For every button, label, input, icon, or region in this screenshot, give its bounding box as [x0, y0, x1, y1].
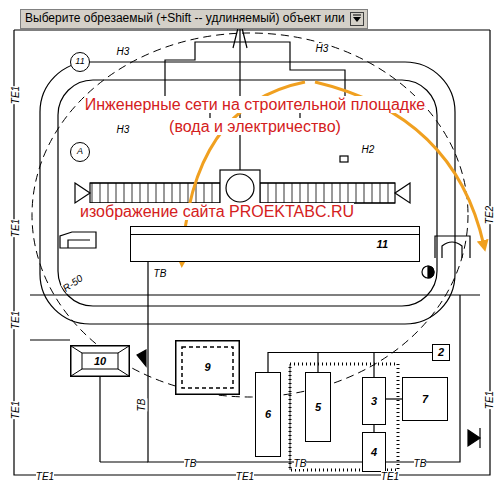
- watermark: изображение сайта PROEKTABC.RU: [80, 203, 354, 220]
- lamp-symbol: [428, 266, 434, 278]
- label-holder: ТВ: [131, 399, 149, 412]
- shed-box: 4: [362, 432, 386, 472]
- power-line: [30, 339, 70, 340]
- label-holder: изображение сайта PROEKTABC.RU: [80, 201, 354, 223]
- switch-symbol: [479, 428, 480, 448]
- dropdown-button: [350, 12, 364, 26]
- network-label: Н3: [117, 124, 130, 135]
- callout-number: 2: [437, 346, 445, 358]
- callout-number: 9: [203, 361, 211, 373]
- network-label: ТЕ1: [381, 471, 399, 482]
- gate-symbol: [435, 236, 470, 258]
- network-label: ТЕ1: [10, 401, 21, 419]
- shed-box: 6: [255, 372, 281, 457]
- existing-building: [165, 42, 345, 130]
- callout-box: 2: [432, 344, 450, 361]
- supply-line: [373, 425, 374, 432]
- storage-zone: [290, 364, 291, 470]
- label-holder: ТЕ1: [36, 466, 54, 484]
- network-label: ТВ: [184, 458, 197, 469]
- panel-symbol: [137, 350, 146, 366]
- network-label: Н2: [362, 144, 375, 155]
- track-stop: [395, 183, 410, 203]
- callout-number: 10: [93, 355, 107, 367]
- road-edge: [58, 80, 437, 306]
- label-holder: ТЕ2: [479, 206, 497, 224]
- crane-base: [226, 174, 254, 202]
- supply-line: [268, 353, 432, 373]
- shed-box: 7: [402, 377, 448, 421]
- label-holder: ТЕ1: [381, 466, 399, 484]
- callout-number: 3: [370, 395, 378, 407]
- callout-number: 11: [74, 57, 85, 67]
- network-label: ТЕ2: [484, 206, 495, 224]
- road-edge: [40, 62, 455, 324]
- label-holder: Н3: [316, 38, 329, 56]
- power-cable: [14, 29, 490, 30]
- supply-line: [386, 398, 402, 399]
- label-holder: ТЕ1: [236, 466, 254, 484]
- track-stop: [75, 183, 90, 203]
- label-holder: Выберите обрезаемый (+Shift -- удлиняемы…: [20, 8, 368, 29]
- lamp-symbol: [422, 266, 434, 278]
- switch-symbol: [468, 430, 480, 446]
- radius-label: R-50: [61, 273, 85, 294]
- label-holder: ТЕ1: [5, 401, 23, 419]
- command-prompt: Выберите обрезаемый (+Shift -- удлиняемы…: [20, 9, 368, 29]
- network-label: ТЕ1: [236, 471, 254, 482]
- network-label: Н3: [117, 46, 130, 57]
- crane-reach: [32, 33, 468, 397]
- label-holder: ТВ: [154, 263, 167, 281]
- crane-base: [220, 170, 260, 206]
- callout-number: 11: [376, 238, 389, 250]
- shed-box: 3: [362, 377, 386, 425]
- building-box: 11: [130, 226, 420, 262]
- label-holder: Н3: [117, 41, 130, 59]
- label-holder: Н2: [362, 139, 375, 157]
- network-label: ТВ: [414, 458, 427, 469]
- label-holder: R-50: [58, 268, 86, 295]
- label-holder: ТЕ1: [479, 391, 497, 409]
- power-line: [30, 294, 480, 295]
- label-holder: ТЕ1: [5, 219, 23, 237]
- callout-number: 6: [264, 408, 272, 420]
- network-label: Н3: [316, 43, 329, 54]
- truck-symbol: [60, 232, 96, 248]
- supply-line: [318, 353, 432, 373]
- shed-box: 5: [305, 372, 331, 442]
- label-holder: ТВ: [184, 453, 197, 471]
- axis-marker: А: [70, 142, 90, 162]
- network-label: ТВ: [136, 399, 147, 412]
- water-line: [148, 262, 460, 462]
- label-holder: ТВ: [294, 453, 307, 471]
- label-holder: ТВ: [414, 453, 427, 471]
- network-label: ТЕ1: [10, 311, 21, 329]
- callout-number: 5: [314, 401, 322, 413]
- shed-box: 10: [70, 345, 130, 377]
- callout-number: 4: [370, 446, 378, 458]
- network-label: ТЕ1: [10, 86, 21, 104]
- network-label: ТВ: [154, 268, 167, 279]
- label-holder: ТЕ1: [5, 86, 23, 104]
- supply-line: [374, 353, 432, 378]
- small-structure: [340, 156, 348, 162]
- callout-number: А: [76, 147, 84, 157]
- label-holder: ТЕ1: [5, 311, 23, 329]
- power-cable: [14, 30, 490, 475]
- network-label: ТЕ1: [36, 471, 54, 482]
- label-holder: Н3: [117, 119, 130, 137]
- storage-box: 9: [175, 340, 240, 395]
- axis-marker: 11: [70, 52, 90, 72]
- network-label: ТЕ1: [10, 219, 21, 237]
- power-line: [100, 461, 148, 462]
- overlay-title: Инженерные сети на строительной площадке…: [85, 96, 425, 135]
- power-line: [99, 377, 100, 462]
- network-label: ТВ: [294, 458, 307, 469]
- network-label: ТЕ1: [484, 391, 495, 409]
- callout-number: 7: [421, 393, 429, 405]
